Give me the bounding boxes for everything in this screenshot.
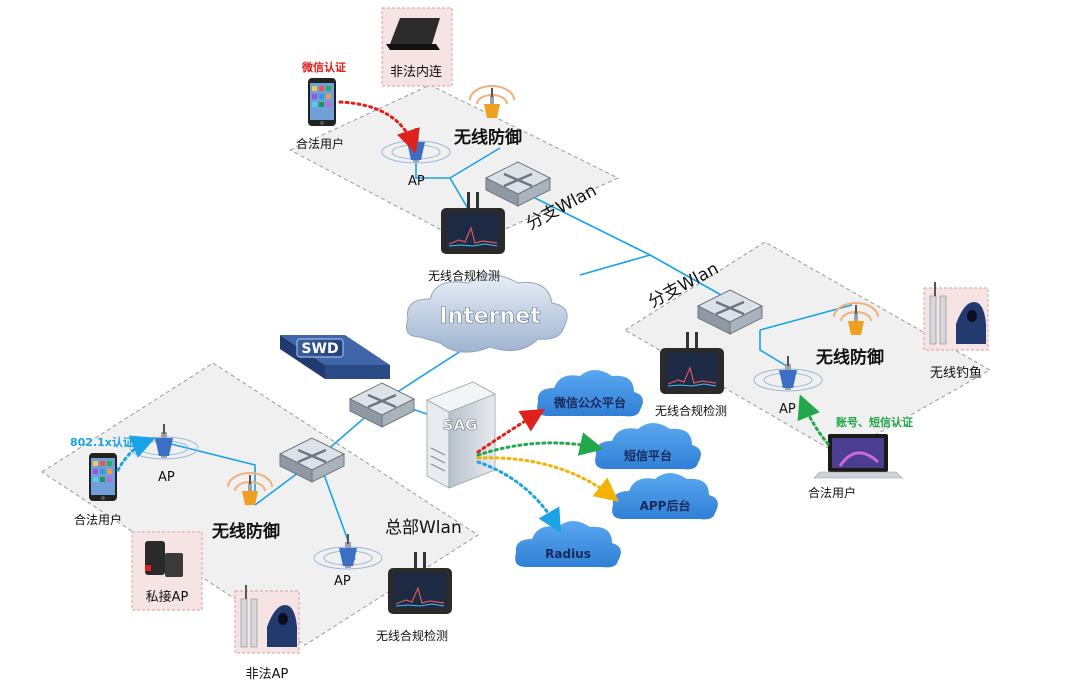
bottom-detector-label: 无线合规检测 (376, 628, 448, 643)
wechat-auth-flow (338, 100, 420, 154)
sms-auth-flow (797, 394, 830, 446)
swd-label: SWD (301, 341, 338, 357)
private-ap-box: 私接AP (131, 531, 203, 611)
wechat-platform-label: 微信公众平台 (553, 395, 626, 410)
right-zone-panel (624, 241, 992, 456)
wechat-platform-cloud: 微信公众平台 (537, 370, 643, 417)
sms-platform-label: 短信平台 (624, 448, 672, 463)
wifi-phishing-box: 无线钓鱼 (923, 281, 989, 381)
sms-auth-label: 账号、短信认证 (836, 415, 913, 429)
sag-to-sms-flow (476, 432, 604, 457)
bottom-left-ap-label: AP (158, 470, 175, 485)
left-user-phone-icon (89, 453, 117, 501)
top-zone-panel (288, 84, 620, 246)
right-detector-label: 无线合规检测 (655, 403, 727, 418)
rogue-ap-label: 非法AP (246, 667, 289, 682)
right-user-label: 合法用户 (808, 485, 856, 500)
left-user-label: 合法用户 (74, 512, 122, 527)
right-user-laptop (813, 434, 903, 479)
rogue-ap-box: 非法AP (234, 584, 300, 682)
sag-to-wechat-flow (476, 408, 546, 454)
bottom-zone-title: 无线防御 (211, 521, 280, 542)
app-backend-cloud: APP后台 (612, 473, 718, 520)
bottom-right-ap-label: AP (334, 574, 351, 589)
swd-device: SWD (280, 335, 390, 379)
top-user-phone-icon (308, 78, 336, 126)
dot1x-auth-flow (116, 435, 156, 472)
app-backend-label: APP后台 (640, 498, 691, 513)
illegal-connect-label: 非法内连 (390, 64, 442, 80)
top-detector-label: 无线合规检测 (428, 268, 500, 283)
core-switch-icon (348, 381, 416, 429)
bottom-zone-panel (41, 362, 479, 646)
sag-to-app-flow (476, 456, 619, 502)
sag-server: SAG (426, 381, 496, 489)
illegal-connect-box: 非法内连 (381, 7, 453, 87)
dot1x-auth-label: 802.1x认证 (70, 435, 134, 449)
right-zone-title: 无线防御 (815, 347, 884, 368)
internet-cloud: Internet (406, 274, 568, 353)
top-user-label: 合法用户 (296, 136, 344, 151)
sag-label: SAG (443, 416, 478, 434)
sag-to-radius-flow (476, 460, 562, 534)
private-ap-label: 私接AP (146, 589, 189, 605)
internet-label: Internet (439, 304, 541, 329)
wechat-auth-label: 微信认证 (301, 60, 346, 74)
radius-label: Radius (545, 547, 591, 561)
bottom-wlan-label: 总部Wlan (385, 518, 462, 538)
radius-cloud: Radius (515, 521, 621, 568)
right-ap-label: AP (779, 402, 796, 417)
wifi-phishing-label: 无线钓鱼 (930, 365, 982, 381)
top-ap-label: AP (408, 174, 425, 189)
top-zone-title: 无线防御 (453, 127, 522, 148)
sms-platform-cloud: 短信平台 (595, 423, 701, 470)
